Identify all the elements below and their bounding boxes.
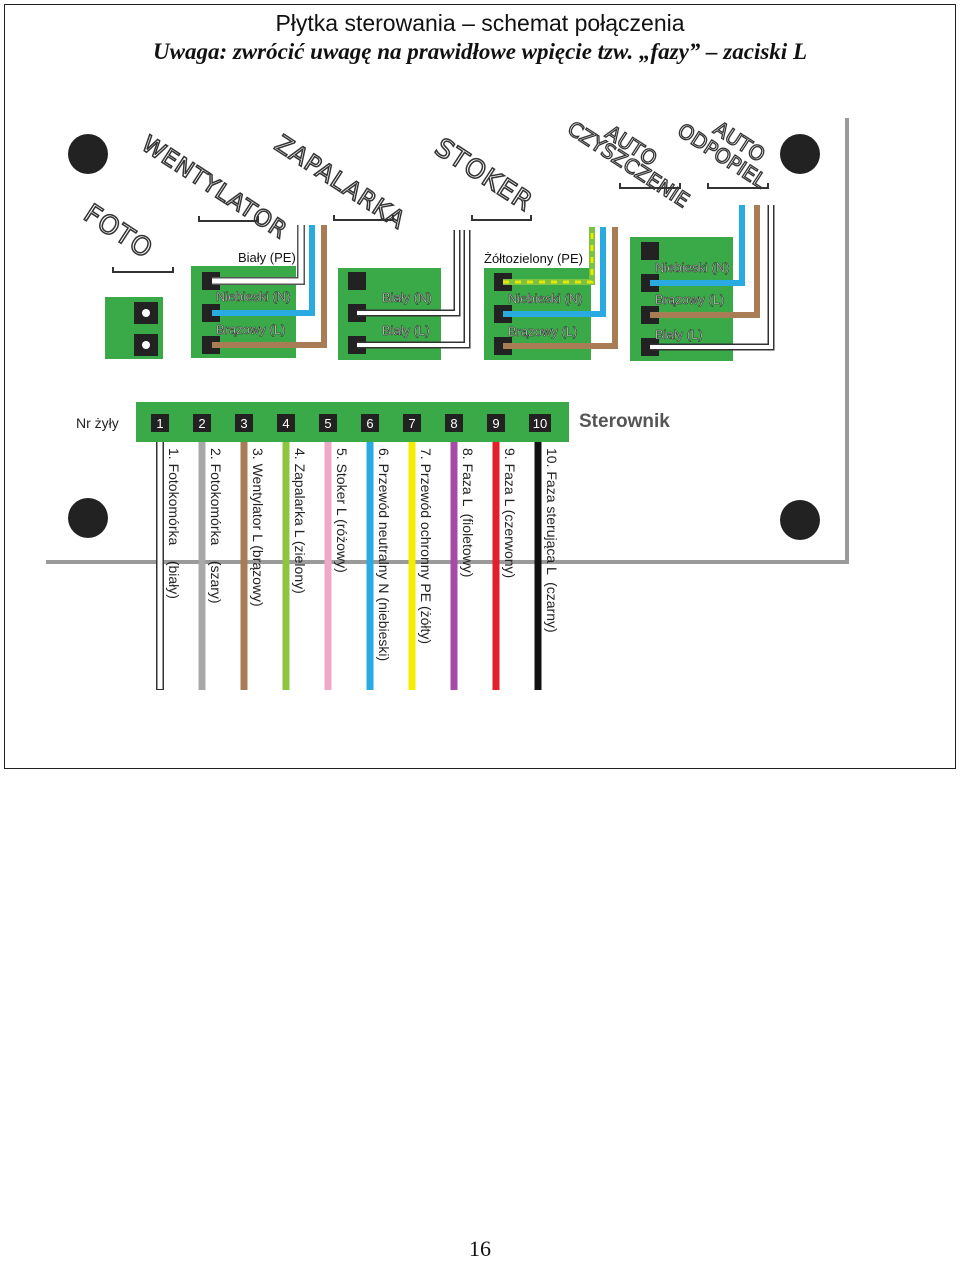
wiring-diagram: FOTO WENTYLATOR ZAPALARKA STOKER AUTO CZ… [46, 115, 849, 690]
wire-label-7: 7. Przewód ochronny PE (żółty) [418, 448, 434, 644]
connector-label: Biały (L) [382, 323, 430, 338]
wire-number-badge [529, 414, 551, 432]
wire-odpopiel-n [650, 205, 745, 286]
page-frame [4, 4, 956, 769]
wire-label-10: 10. Faza sterująca L (czarny) [544, 448, 560, 633]
wire-stoker-l [503, 227, 618, 349]
wire-number: 9 [492, 416, 499, 431]
wire-label-9: 9. Faza L (czerwony) [502, 448, 518, 578]
wire-number: 10 [533, 416, 547, 431]
connector-label: Biały (N) [382, 290, 432, 305]
wire-number-badge [445, 414, 463, 432]
wire-number-badge [193, 414, 211, 432]
bracket-zapalarka [333, 215, 394, 221]
connector-label: Brązowy (L) [655, 292, 724, 307]
connector-label: Biały (L) [655, 327, 703, 342]
wire-number: 4 [282, 416, 289, 431]
wire-odpopiel-l [650, 205, 760, 318]
wire-number: 7 [408, 416, 415, 431]
wire-wentylator-n [212, 225, 315, 316]
wire-number: 2 [198, 416, 205, 431]
wire-header-label: Nr żyły [76, 415, 119, 431]
terminal-slot [348, 272, 366, 290]
page-title: Płytka sterowania – schemat połączenia [275, 10, 685, 36]
wire-number: 6 [366, 416, 373, 431]
connector-label: Niebieski (N) [508, 291, 582, 306]
wire-stoker-n [503, 227, 606, 317]
wire-number: 3 [240, 416, 247, 431]
terminal-slot [202, 336, 220, 354]
terminal-slot [641, 242, 659, 260]
wire-wentylator-l [212, 225, 327, 348]
wire-label-1: 1. Fotokomórka (biały) [166, 448, 182, 599]
page-number: 16 [469, 1236, 491, 1261]
wire-number-badge [361, 414, 379, 432]
bracket-wentylator [198, 216, 259, 222]
bracket-odpopiel [707, 183, 769, 189]
mount-hole-top-left [68, 134, 108, 174]
terminal-slot [202, 304, 220, 322]
wire-label-4: 4. Zapalarka L (zielony) [292, 448, 308, 594]
connector-label: Niebieski (N) [216, 289, 290, 304]
connector-label: Żółtozielony (PE) [484, 251, 583, 266]
wire-number-badge [319, 414, 337, 432]
wire-number: 8 [450, 416, 457, 431]
controller-label: Sterownik [579, 411, 670, 432]
wire-number-badge [277, 414, 295, 432]
wire-label-5: 5. Stoker L (różowy) [334, 448, 350, 573]
terminal-slot [202, 272, 220, 290]
wire-number-badge [403, 414, 421, 432]
wire-label-3: 3. Wentylator L (brązowy) [250, 448, 266, 607]
mount-hole-bottom-right [780, 500, 820, 540]
wire-label-8: 8. Faza L (fioletowy) [460, 448, 476, 577]
wire-label-2: 2. Fotokomórka (szary) [208, 448, 224, 604]
bracket-foto [112, 267, 174, 273]
mount-hole-bottom-left [68, 498, 108, 538]
wire-number: 5 [324, 416, 331, 431]
wire-number-badge [151, 414, 169, 432]
bracket-stoker [471, 215, 532, 221]
warning-note: Uwaga: zwrócić uwagę na prawidłowe wpięc… [153, 39, 807, 64]
connector-label: Brązowy (L) [216, 322, 285, 337]
wire-number-badge [487, 414, 505, 432]
wire-number-badge [235, 414, 253, 432]
bracket-czyszczenie [619, 183, 681, 189]
wire-label-6: 6. Przewód neutralny N (niebieski) [376, 448, 392, 661]
connector-label: Niebieski (N) [655, 260, 729, 275]
connector-label: Brązowy (L) [508, 324, 577, 339]
mount-hole-top-right [780, 134, 820, 174]
wire-number: 1 [156, 416, 163, 431]
connector-label: Biały (PE) [238, 250, 296, 265]
